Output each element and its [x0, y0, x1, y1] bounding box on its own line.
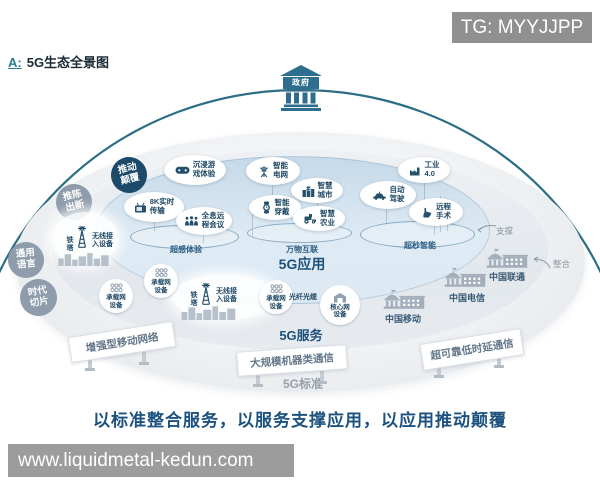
cable-reel-icon [109, 283, 123, 293]
bubble-smart-wearables: 智能穿戴 [249, 195, 301, 220]
label-china-unicom: 中国联通 [488, 272, 525, 282]
tractor-icon [304, 214, 316, 224]
bubble-remote-surgery: 远程手术 [409, 198, 463, 226]
wireless-access-label: 无线接入设备 [92, 233, 113, 249]
title-text: 5G生态全景图 [26, 55, 110, 70]
bubble-label: 远程手术 [436, 202, 451, 220]
circle-bearer-network-2: 承载网设备 [144, 264, 178, 298]
circle-label: 承载网设备 [151, 279, 171, 294]
sign-post [317, 369, 327, 384]
bubble-autonomous-driving: 自动驾驶 [360, 181, 416, 209]
power-tower-icon [260, 165, 268, 177]
hand-icon [423, 207, 432, 218]
circle-bearer-network-3: 承载网设备 [259, 280, 293, 314]
bubble-label: 全息远程会议 [201, 211, 225, 229]
label-integrate: 整合 [553, 259, 571, 269]
badge-text: 切片 [28, 294, 50, 310]
china-mobile-building-icon [383, 289, 426, 309]
tower-vertical-label: 铁塔 [66, 236, 73, 252]
government-building-icon: 政府 [278, 64, 324, 114]
factory-icon [409, 167, 419, 175]
label-5g-standard: 5G标准 [282, 377, 323, 391]
bubble-label: 自动驾驶 [389, 185, 405, 203]
bubble-smart-city: 智慧城市 [291, 178, 343, 203]
pin-line [154, 221, 155, 231]
site-watermark: www.liquidmetal-kedun.com [8, 444, 294, 477]
tg-watermark: TG: MYYJJPP [452, 12, 592, 43]
circle-bearer-network-1: 承载网设备 [99, 279, 133, 313]
wireless-access-label: 无线接入设备 [216, 288, 237, 304]
support-arrow-icon [477, 225, 497, 233]
smartwatch-icon [262, 201, 270, 214]
sign-post [494, 353, 504, 368]
bubble-label: 智慧农业 [320, 208, 335, 227]
circle-label: 承载网设备 [106, 294, 126, 309]
sign-post [253, 372, 263, 387]
label-super-experience: 超感体验 [170, 245, 202, 254]
people-group-icon [184, 216, 198, 226]
integrate-arrow-icon [533, 256, 551, 269]
gamepad-icon [175, 166, 190, 174]
warehouse-icon [334, 292, 346, 303]
slogan-text: 以标准整合服务，以服务支撑应用，以应用推动颠覆 [93, 411, 507, 430]
circle-label: 承载网设备 [266, 295, 286, 310]
tower-vertical-label: 铁塔 [190, 291, 197, 307]
bubble-immersive-gaming: 沉浸游戏体验 [164, 155, 226, 185]
tv-icon [134, 202, 146, 212]
cable-reel-icon [154, 268, 168, 278]
bubble-smart-agriculture: 智慧农业 [293, 206, 345, 231]
label-5g-service: 5G服务 [279, 328, 323, 343]
pin-line [203, 234, 204, 243]
label-everything-connected: 万物互联 [286, 245, 318, 254]
pin-line [386, 208, 387, 224]
sign-post [434, 363, 444, 378]
label-super-intelligence: 超秒智能 [404, 241, 436, 250]
circle-label: 核心网设备 [330, 303, 350, 318]
bubble-8k-transmission: 8K实时传输 [124, 192, 184, 222]
government-label: 政府 [292, 78, 310, 87]
bubble-label: 智能穿戴 [274, 197, 290, 216]
badge-text: 颠覆 [119, 171, 141, 188]
radio-tower-icon [202, 282, 210, 305]
circle-core-network: 核心网设备 [320, 285, 360, 325]
title-prefix: A: [8, 55, 22, 70]
bubble-smart-grid: 智能电网 [246, 157, 300, 185]
pin-line [252, 208, 253, 236]
cable-reel-icon [269, 284, 283, 294]
bubble-holographic-conference: 全息远程会议 [176, 207, 232, 235]
bubble-label: 智能电网 [273, 161, 288, 179]
sign-post [85, 356, 95, 371]
page-title: A: 5G生态全景图 [8, 52, 109, 71]
china-telecom-building-icon [444, 267, 487, 287]
label-china-mobile: 中国移动 [384, 314, 421, 324]
city-skyline-art [181, 306, 236, 320]
bubble-label: 8K实时传输 [149, 197, 175, 215]
pin-line [424, 182, 425, 214]
city-skyline-art [58, 253, 109, 266]
pin-line [434, 225, 435, 235]
label-support: 支撑 [496, 226, 514, 236]
label-5g-application: 5G应用 [278, 256, 326, 272]
label-china-telecom: 中国电信 [448, 293, 485, 303]
car-icon [372, 191, 386, 200]
fiber-optic-label: 光纤光缆 [289, 294, 317, 301]
bubble-label: 智慧城市 [317, 180, 333, 199]
sign-post [139, 350, 149, 365]
badge-text: 语言 [16, 258, 37, 271]
china-unicom-building-icon [486, 248, 529, 268]
city-buildings-icon [302, 186, 314, 197]
bubble-label: 沉浸游戏体验 [192, 160, 216, 178]
radio-tower-icon [78, 225, 86, 248]
